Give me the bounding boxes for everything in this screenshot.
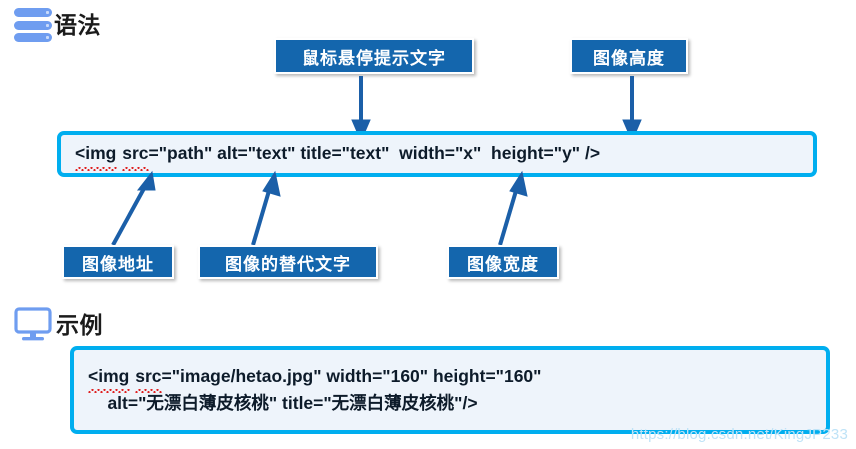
section-title-example: 示例 (56, 311, 103, 338)
list-bar-2 (14, 20, 52, 30)
watermark: https://blog.csdn.net/KingJP233 (630, 426, 848, 443)
callout-label-alt-attr: 图像的替代文字 (225, 254, 351, 274)
callout-label-height-attr: 图像高度 (593, 48, 665, 68)
callout-title-attr: 鼠标悬停提示文字 (274, 38, 474, 74)
callout-alt-attr: 图像的替代文字 (198, 245, 378, 279)
syntax-code-text: <img src="path" alt="text" title="text" … (75, 140, 601, 171)
callout-label-src-attr: 图像地址 (82, 254, 154, 274)
callout-height-attr: 图像高度 (570, 38, 688, 74)
section-heading-syntax: 语法 (14, 8, 101, 42)
list-bar-3 (14, 33, 52, 42)
callout-width-attr: 图像宽度 (447, 245, 559, 279)
example-code-rest: ="image/hetao.jpg" width="160" height="1… (161, 365, 542, 386)
section-heading-example: 示例 (14, 307, 103, 343)
example-code-box: <img src="image/hetao.jpg" width="160" h… (70, 346, 830, 434)
syntax-code-rest: ="path" alt="text" title="text" width="x… (148, 143, 601, 164)
example-code-line-2: alt="无漂白薄皮核桃" title="无漂白薄皮核桃"/> (88, 393, 478, 413)
syntax-code-src: src (122, 140, 149, 171)
callout-src-attr: 图像地址 (62, 245, 174, 279)
list-bars-icon (14, 8, 52, 42)
syntax-code-box: <img src="path" alt="text" title="text" … (57, 131, 817, 177)
section-title-syntax: 语法 (54, 11, 101, 38)
example-code-open-tag: <img (88, 363, 131, 394)
list-bar-1 (14, 8, 52, 17)
monitor-icon (14, 307, 54, 343)
callout-label-width-attr: 图像宽度 (467, 254, 539, 274)
example-code-line-1: <img src="image/hetao.jpg" width="160" h… (88, 363, 542, 394)
syntax-code-open-tag: <img (75, 140, 118, 171)
example-code-src: src (135, 363, 162, 394)
callout-label-title-attr: 鼠标悬停提示文字 (302, 48, 446, 68)
